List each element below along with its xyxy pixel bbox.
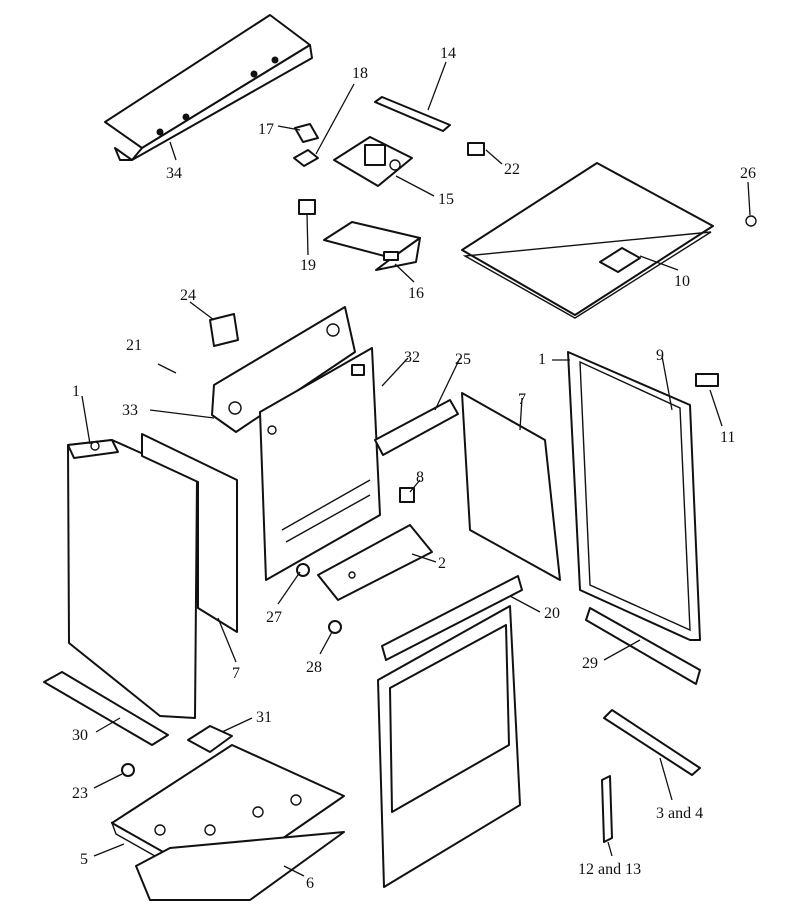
callout-7-left: 7	[232, 665, 240, 682]
callout-23: 23	[72, 785, 88, 802]
part-33-back-panel	[211, 306, 356, 433]
callout-22: 22	[504, 161, 520, 178]
part-1-9-right-side-panel	[567, 351, 701, 641]
part-34-top-rail	[104, 14, 313, 161]
part-12-13-hinge	[601, 775, 613, 843]
callout-31: 31	[256, 709, 272, 726]
part-26-screw	[745, 215, 757, 227]
callout-33: 33	[122, 402, 138, 419]
callout-19: 19	[300, 257, 316, 274]
callout-30: 30	[72, 727, 88, 744]
part-25-angle	[374, 399, 459, 456]
callout-15: 15	[438, 191, 454, 208]
callout-26: 26	[740, 165, 756, 182]
callout-1-left: 1	[72, 383, 80, 400]
callout-24: 24	[180, 287, 196, 304]
callout-8: 8	[416, 469, 424, 486]
callout-27: 27	[266, 609, 282, 626]
callout-25: 25	[455, 351, 471, 368]
part-front-frame	[377, 605, 521, 888]
part-11-bracket	[695, 373, 719, 387]
part-7-right-liner	[461, 392, 561, 581]
callout-32: 32	[404, 349, 420, 366]
part-20-strip	[381, 575, 523, 661]
part-1-left-side-panel	[67, 439, 198, 719]
part-31-bracket	[187, 725, 233, 753]
part-10-top-panel	[461, 162, 714, 319]
callout-17: 17	[258, 121, 274, 138]
part-23-leveler	[121, 763, 135, 777]
part-2-lower-bracket	[317, 524, 433, 601]
part-6-bottom-cover	[135, 831, 345, 901]
callout-labels: 34 14 18 17 22 15 26 19 16 10 24 21 33 3…	[72, 45, 756, 892]
part-28-grommet	[328, 620, 342, 634]
callout-29: 29	[582, 655, 598, 672]
part-3-4-rail	[603, 709, 701, 776]
part-7-left-liner	[141, 433, 238, 633]
callout-7-right: 7	[518, 391, 526, 408]
callout-21: 21	[126, 337, 142, 354]
callout-18: 18	[352, 65, 368, 82]
callout-6: 6	[306, 875, 314, 892]
part-29-front-strip	[585, 607, 701, 685]
callout-12-and-13: 12 and 13	[578, 861, 641, 878]
callout-14: 14	[440, 45, 456, 62]
callout-1-right: 1	[538, 351, 546, 368]
part-14-strip	[374, 96, 451, 132]
part-30-rail	[43, 671, 169, 746]
callout-10: 10	[674, 273, 690, 290]
callout-9: 9	[656, 347, 664, 364]
callout-2: 2	[438, 555, 446, 572]
part-24-vent	[209, 313, 239, 347]
part-16-bracket	[323, 221, 421, 271]
part-22-block	[467, 142, 485, 156]
callout-20: 20	[544, 605, 560, 622]
part-19-switch	[298, 199, 316, 215]
callout-5: 5	[80, 851, 88, 868]
part-17-clip	[294, 123, 319, 143]
part-18-bracket	[293, 149, 319, 167]
callout-28: 28	[306, 659, 322, 676]
part-21-pin	[157, 363, 177, 374]
callout-3-and-4: 3 and 4	[656, 805, 703, 822]
part-32-inner-back-panel	[259, 347, 381, 581]
callout-34: 34	[166, 165, 182, 182]
callout-11: 11	[720, 429, 735, 446]
callout-16: 16	[408, 285, 424, 302]
leader-lines	[81, 61, 751, 877]
part-15-mechanism	[333, 136, 413, 187]
